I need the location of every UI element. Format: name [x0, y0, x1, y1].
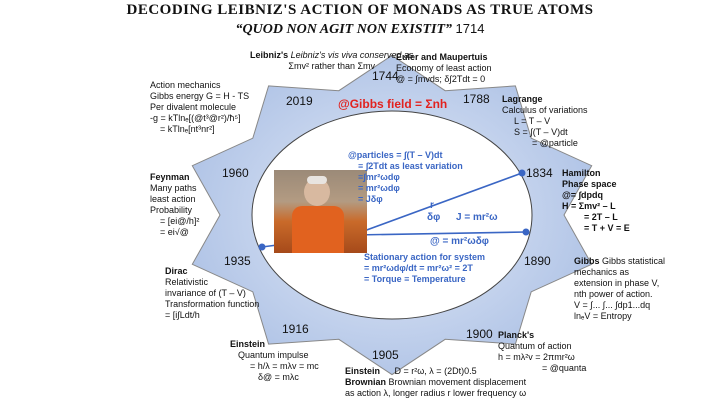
leibniz-line2: Σmv² rather than Σmv — [288, 61, 376, 71]
year-1905: 1905 — [372, 348, 399, 362]
hamilton-line3: @= ∫dpdq — [562, 190, 603, 200]
hamilton-line6: = T + V = E — [584, 223, 630, 233]
endpoint-upper — [518, 169, 526, 177]
einstein-q-line2: Quantum impulse — [238, 350, 309, 360]
inner-ellipse — [251, 110, 533, 320]
inner-line-p5: = Jδφ — [358, 194, 383, 204]
year-1960: 1960 — [222, 166, 249, 180]
gibbs-energy-line2: Gibbs energy G = H - TS — [150, 91, 250, 101]
planck-line4: = @quanta — [542, 363, 587, 373]
block-feynman: Feynman Many paths least action Probabil… — [150, 172, 199, 238]
einstein-b-title: Einstein — [345, 366, 381, 376]
label-r: r — [430, 200, 434, 211]
hamilton-line2: Phase space — [562, 179, 617, 189]
planck-line3: h = mλ²v = 2πmr²ω — [498, 352, 575, 362]
gibbs-stat-line4: nth power of action. — [574, 289, 653, 299]
planck-title: Planck's — [498, 330, 535, 340]
gibbs-stat-line6: lnₑV = Entropy — [574, 311, 632, 321]
block-planck: Planck's Quantum of action h = mλ²v = 2π… — [498, 330, 586, 374]
gibbs-field-label: @Gibbs field = Σnh — [338, 97, 448, 111]
einstein-q-line4: δ@ = mλc — [258, 372, 299, 382]
dirac-line4: Transformation function — [165, 299, 260, 309]
einstein-b-line2: D = r²ω, λ = (2Dt)0.5 — [394, 366, 477, 376]
year-1834: 1834 — [526, 166, 553, 180]
feynman-line4: Probability — [150, 205, 193, 215]
planck-line2: Quantum of action — [498, 341, 572, 351]
hamilton-line4: H = Σmv² – L — [562, 201, 616, 211]
euler-line2: Economy of least action — [396, 63, 492, 73]
inner-line-p1: @particles = ∫(T – V)dt — [348, 150, 443, 160]
gibbs-energy-line1: Action mechanics — [150, 80, 221, 90]
feynman-line5: = [ei@/h]² — [160, 216, 200, 226]
year-1900: 1900 — [466, 327, 493, 341]
year-1916: 1916 — [282, 322, 309, 336]
portrait-photo — [274, 170, 367, 253]
hamilton-line5: = 2T – L — [584, 212, 618, 222]
hamilton-title: Hamilton — [562, 168, 601, 178]
subtitle-year: 1714 — [455, 21, 485, 36]
year-2019: 2019 — [286, 94, 313, 108]
gibbs-stat-line1: Gibbs statistical — [602, 256, 666, 266]
block-gibbs-statistical: Gibbs Gibbs statistical mechanics as ext… — [574, 256, 666, 321]
dirac-title: Dirac — [165, 266, 188, 276]
euler-title: Euler and Maupertuis — [396, 52, 488, 62]
leibniz-line1: Leibniz's vis viva conserved as — [290, 50, 414, 60]
gibbs-energy-line4: -g = kTlnₑ[(@t³@r²)/ħ⁵] — [150, 113, 241, 123]
block-hamilton: Hamilton Phase space @= ∫dpdq H = Σmv² –… — [562, 168, 630, 234]
label-dphi: δφ — [427, 212, 441, 223]
block-gibbs-energy: Action mechanics Gibbs energy G = H - TS… — [150, 80, 249, 135]
lagrange-line2: Calculus of variations — [502, 105, 588, 115]
gibbs-energy-line3: Per divalent molecule — [150, 102, 237, 112]
stationary-line1: Stationary action for system — [364, 252, 486, 262]
block-dirac: Dirac Relativistic invariance of (T – V)… — [165, 266, 259, 321]
label-J: J = mr²ω — [456, 212, 498, 223]
page-title: DECODING LEIBNIZ'S ACTION OF MONADS AS T… — [126, 2, 594, 18]
einstein-b-line4: as action λ, longer radius r lower frequ… — [345, 388, 527, 398]
inner-line-p3: ≡∫mr²ωdφ — [358, 172, 400, 182]
lagrange-line5: = @particle — [532, 138, 578, 148]
block-leibniz: Leibniz's Leibniz's vis viva conserved a… — [250, 50, 414, 71]
stationary-line3: = Torque ≡ Temperature — [364, 274, 466, 284]
block-einstein-quantum: Einstein Quantum impulse = h/λ = mλv = m… — [230, 339, 319, 383]
inner-line-p2: ≡ ∫2Tdt as least variation — [358, 161, 463, 171]
einstein-b-line3: Brownian movement displacement — [388, 377, 527, 387]
endpoint-left — [258, 243, 266, 251]
year-1890: 1890 — [524, 254, 551, 268]
year-1788: 1788 — [463, 92, 490, 106]
subtitle-quote: “QUOD NON AGIT NON EXISTIT” — [235, 22, 453, 37]
year-1935: 1935 — [224, 254, 251, 268]
lagrange-line3: L = T – V — [514, 116, 551, 126]
dirac-line5: = [i∫Ldt/h — [165, 310, 200, 320]
dirac-line3: invariance of (T – V) — [165, 288, 246, 298]
feynman-title: Feynman — [150, 172, 190, 182]
inner-line-p4: = mr²ωdφ — [358, 183, 400, 193]
gibbs-energy-line5: = kTlnₑ[nt³nr²] — [160, 124, 215, 134]
gibbs-stat-line5: V = ∫... ∫... ∫dp1...dq — [574, 300, 651, 310]
endpoint-lower — [522, 228, 530, 236]
block-einstein-brownian: Einstein D = r²ω, λ = (2Dt)0.5 Brownian … — [345, 366, 527, 398]
feynman-line3: least action — [150, 194, 196, 204]
feynman-line2: Many paths — [150, 183, 197, 193]
einstein-q-line3: = h/λ = mλv = mc — [250, 361, 319, 371]
einstein-q-title: Einstein — [230, 339, 266, 349]
euler-line3: @ = ∫mvds; δ∫2Tdt = 0 — [396, 74, 486, 84]
feynman-line6: = ei√@ — [160, 227, 189, 237]
label-action: @ = mr²ωδφ — [430, 236, 489, 247]
stationary-line2: = mr²ωdφ/dt = mr²ω² = 2T — [364, 263, 473, 273]
year-1744: 1744 — [372, 69, 399, 83]
radius-arrow-upper — [352, 172, 523, 236]
block-euler: Euler and Maupertuis Economy of least ac… — [396, 52, 492, 85]
gibbs-stat-line2: mechanics as — [574, 267, 630, 277]
dirac-line2: Relativistic — [165, 277, 209, 287]
lagrange-title: Lagrange — [502, 94, 543, 104]
radius-arrow-lower — [352, 231, 527, 236]
lagrange-line4: S = ∫(T – V)dt — [514, 127, 568, 137]
page-subtitle: “QUOD NON AGIT NON EXISTIT” 1714 — [0, 21, 720, 38]
block-lagrange: Lagrange Calculus of variations L = T – … — [502, 94, 588, 149]
gibbs-stat-line3: extension in phase V, — [574, 278, 660, 288]
